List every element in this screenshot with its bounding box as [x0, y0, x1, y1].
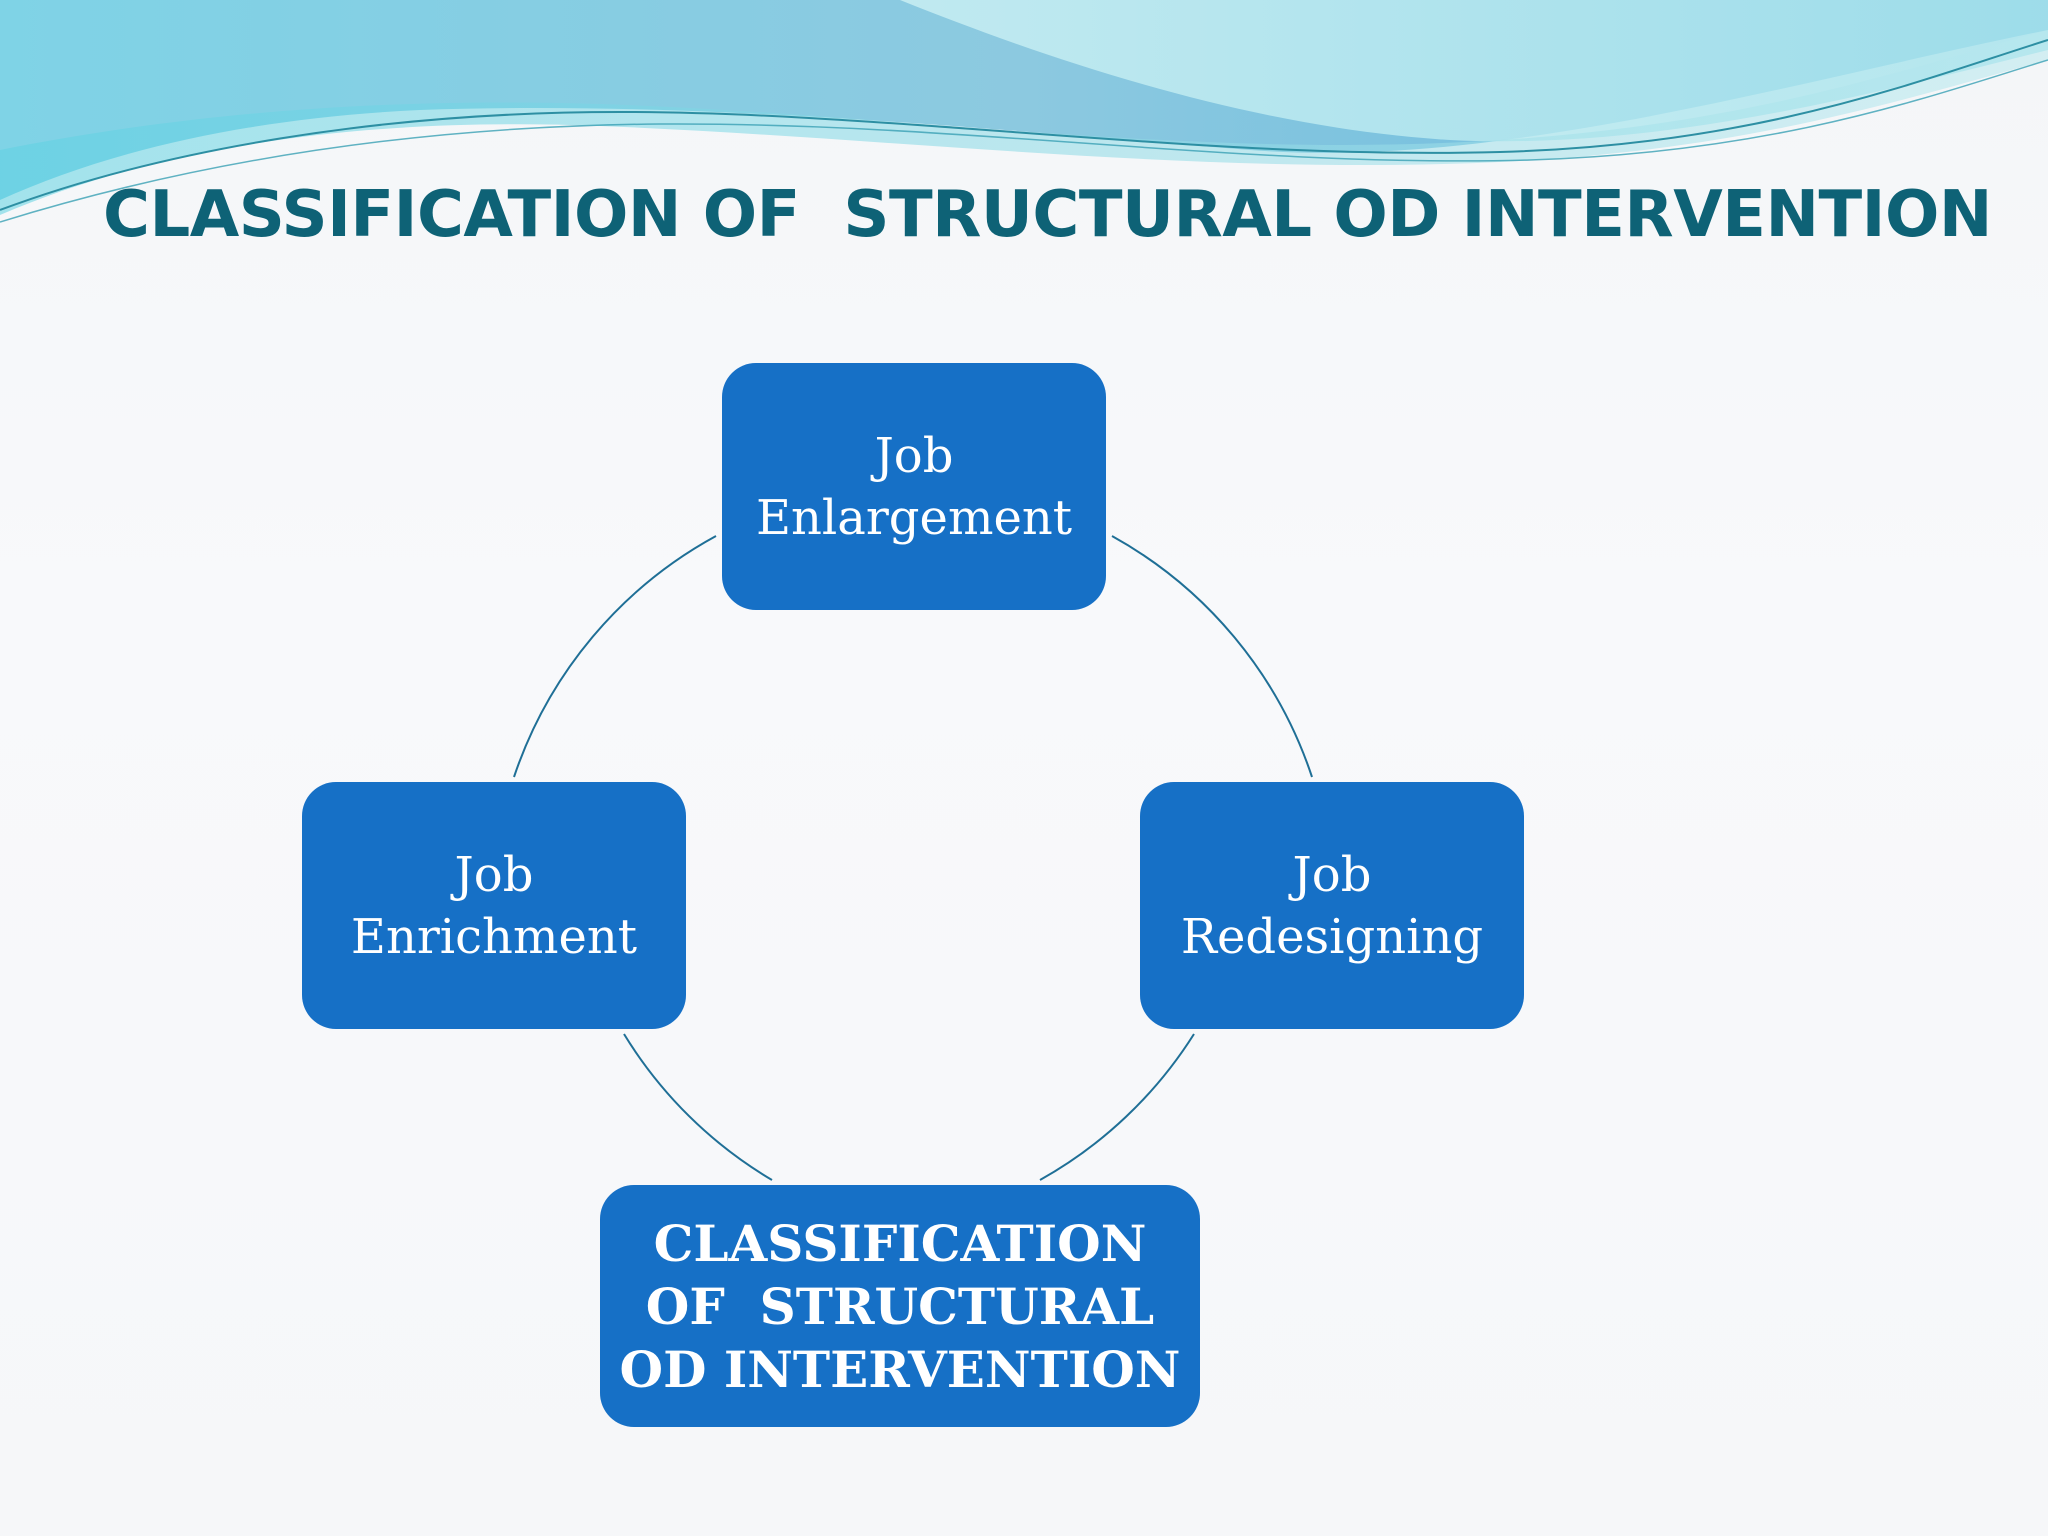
node-classification-label: CLASSIFICATION OF STRUCTURAL OD INTERVEN… — [619, 1213, 1181, 1399]
node-job-enrichment: Job Enrichment — [302, 782, 686, 1029]
node-job-enrichment-label: Job Enrichment — [350, 846, 638, 965]
connector-top-right — [1111, 535, 1313, 778]
connector-bottom-left — [623, 1033, 773, 1181]
connector-left-top — [513, 535, 717, 778]
node-job-enlargement: Job Enlargement — [722, 363, 1106, 610]
connector-right-bottom — [1039, 1033, 1195, 1181]
node-classification-center: CLASSIFICATION OF STRUCTURAL OD INTERVEN… — [600, 1185, 1200, 1427]
slide-title: CLASSIFICATION OF STRUCTURAL OD INTERVEN… — [103, 178, 1992, 252]
node-job-enlargement-label: Job Enlargement — [755, 427, 1073, 546]
node-job-redesigning-label: Job Redesigning — [1180, 846, 1484, 965]
header-wave-decoration — [0, 0, 2048, 223]
node-job-redesigning: Job Redesigning — [1140, 782, 1524, 1029]
